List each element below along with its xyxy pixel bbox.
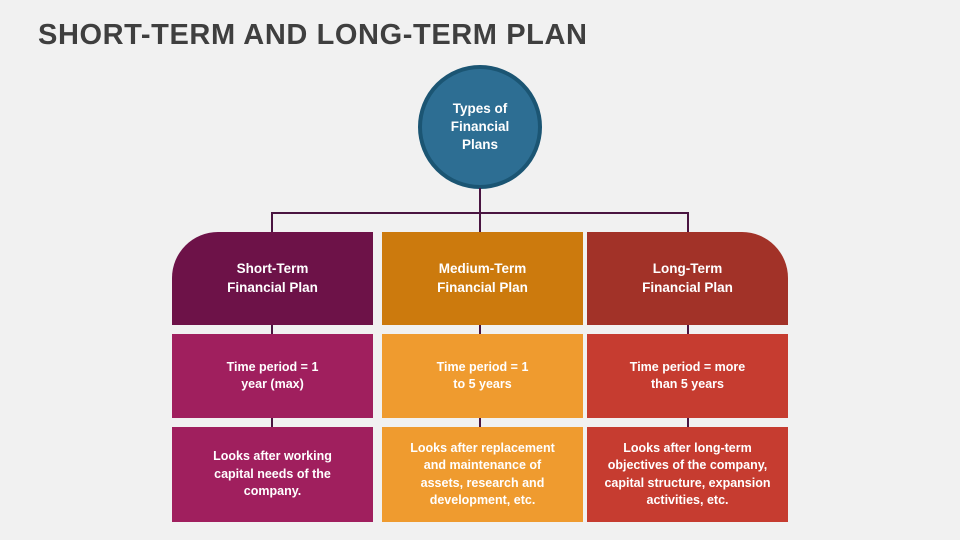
connector-gap-medium-term-desc bbox=[479, 417, 481, 428]
connector-drop-long-term bbox=[687, 212, 689, 233]
root-node-types-of-financial-plans[interactable]: Types of Financial Plans bbox=[418, 65, 542, 189]
connector-stem-from-root bbox=[479, 188, 481, 214]
header-card-long-term[interactable]: Long-Term Financial Plan bbox=[587, 232, 788, 325]
column-short-term: Short-Term Financial Plan Time period = … bbox=[172, 232, 373, 522]
connector-gap-short-term-desc bbox=[271, 417, 273, 428]
period-card-medium-term[interactable]: Time period = 1 to 5 years bbox=[382, 334, 583, 418]
description-card-long-term[interactable]: Looks after long-term objectives of the … bbox=[587, 427, 788, 522]
description-card-medium-term[interactable]: Looks after replacement and maintenance … bbox=[382, 427, 583, 522]
root-node-label: Types of Financial Plans bbox=[450, 100, 510, 153]
connector-gap-long-term-desc bbox=[687, 417, 689, 428]
connector-gap-short-term-period bbox=[271, 324, 273, 335]
header-card-medium-term[interactable]: Medium-Term Financial Plan bbox=[382, 232, 583, 325]
connector-drop-medium-term bbox=[479, 212, 481, 233]
connector-gap-long-term-period bbox=[687, 324, 689, 335]
connector-drop-short-term bbox=[271, 212, 273, 233]
period-card-short-term[interactable]: Time period = 1 year (max) bbox=[172, 334, 373, 418]
header-card-short-term[interactable]: Short-Term Financial Plan bbox=[172, 232, 373, 325]
connector-gap-medium-term-period bbox=[479, 324, 481, 335]
column-long-term: Long-Term Financial Plan Time period = m… bbox=[587, 232, 788, 522]
period-card-long-term[interactable]: Time period = more than 5 years bbox=[587, 334, 788, 418]
page-title: SHORT-TERM AND LONG-TERM PLAN bbox=[38, 19, 588, 51]
column-medium-term: Medium-Term Financial Plan Time period =… bbox=[382, 232, 583, 522]
description-card-short-term[interactable]: Looks after working capital needs of the… bbox=[172, 427, 373, 522]
